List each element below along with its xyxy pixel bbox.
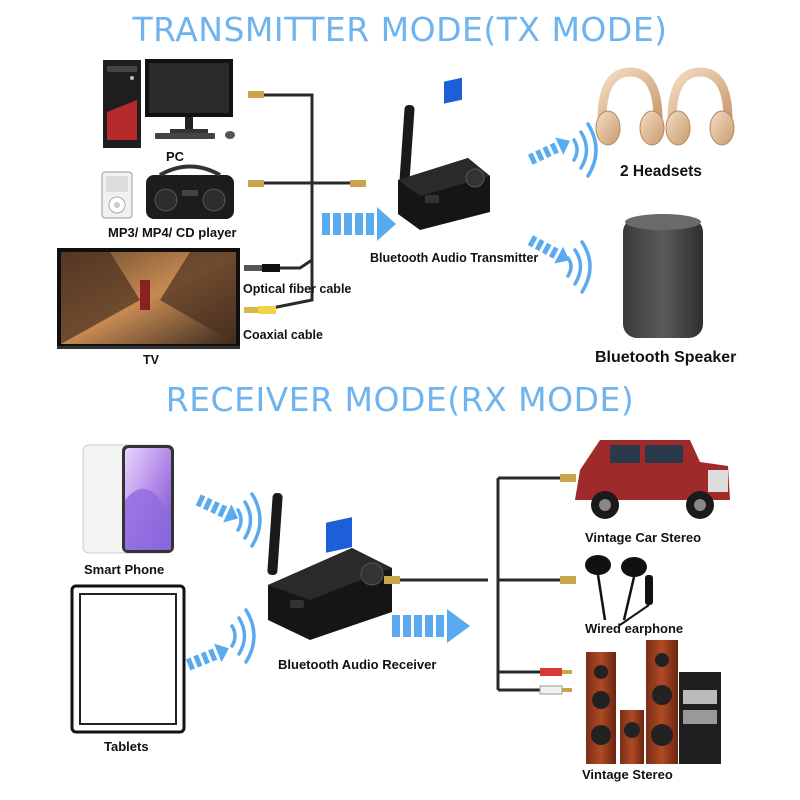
- transmitter-label: Bluetooth Audio Transmitter: [370, 251, 539, 265]
- rx-arrow-icon: [392, 609, 470, 643]
- headset-icon: [595, 67, 665, 146]
- rx-signal-wave-icon: [236, 492, 262, 548]
- transmitter-device-icon: [398, 77, 490, 230]
- rx-jack-plugs: [384, 474, 576, 695]
- tv-label: TV: [143, 353, 159, 367]
- optical-cable-label: Optical fiber cable: [243, 282, 352, 296]
- tx-arrow-icon: [322, 207, 396, 241]
- tx-mode-title: TRANSMITTER MODE(TX MODE): [132, 10, 668, 49]
- vintage-car-icon: [575, 440, 730, 519]
- receiver-device-icon: [267, 493, 392, 640]
- mp3-player-icon: [101, 171, 133, 219]
- earphone-label: Wired earphone: [585, 621, 684, 636]
- tv-icon: [57, 248, 240, 349]
- tx-signal-wave-icon: [566, 240, 592, 294]
- tx-jack-plugs: [244, 91, 366, 314]
- vintage-stereo-label: Vintage Stereo: [582, 767, 673, 782]
- tx-arrow-to-headsets-icon: [527, 137, 570, 165]
- smartphone-label: Smart Phone: [84, 562, 165, 577]
- speaker-label: Bluetooth Speaker: [595, 349, 737, 366]
- tx-arrow-to-speaker-icon: [527, 235, 570, 264]
- mp3-player-label: MP3/ MP4/ CD player: [108, 225, 237, 240]
- vintage-stereo-icon: [586, 640, 721, 764]
- rx-arrow-from-tablet-icon: [185, 643, 229, 671]
- rx-output-cables: [398, 476, 560, 692]
- rx-mode-title: RECEIVER MODE(RX MODE): [165, 380, 635, 419]
- headset-icon: [665, 67, 735, 146]
- car-stereo-label: Vintage Car Stereo: [585, 530, 702, 545]
- tx-signal-wave-icon: [572, 122, 598, 178]
- headsets-label: 2 Headsets: [620, 163, 702, 180]
- monitor-icon: [145, 59, 235, 139]
- tablet-label: Tablets: [104, 739, 149, 754]
- cd-player-icon: [146, 164, 234, 219]
- smartphone-icon: [82, 444, 174, 554]
- coaxial-cable-label: Coaxial cable: [243, 328, 323, 342]
- pc-label: PC: [166, 149, 185, 164]
- wired-earphone-icon: [585, 555, 653, 626]
- tx-input-cables: [261, 93, 350, 312]
- tablet-icon: [70, 584, 186, 734]
- receiver-label: Bluetooth Audio Receiver: [278, 657, 437, 672]
- rx-signal-wave-icon: [230, 608, 256, 664]
- rx-arrow-from-phone-icon: [195, 494, 239, 523]
- bluetooth-speaker-icon: [623, 214, 703, 338]
- pc-tower-icon: [103, 60, 141, 148]
